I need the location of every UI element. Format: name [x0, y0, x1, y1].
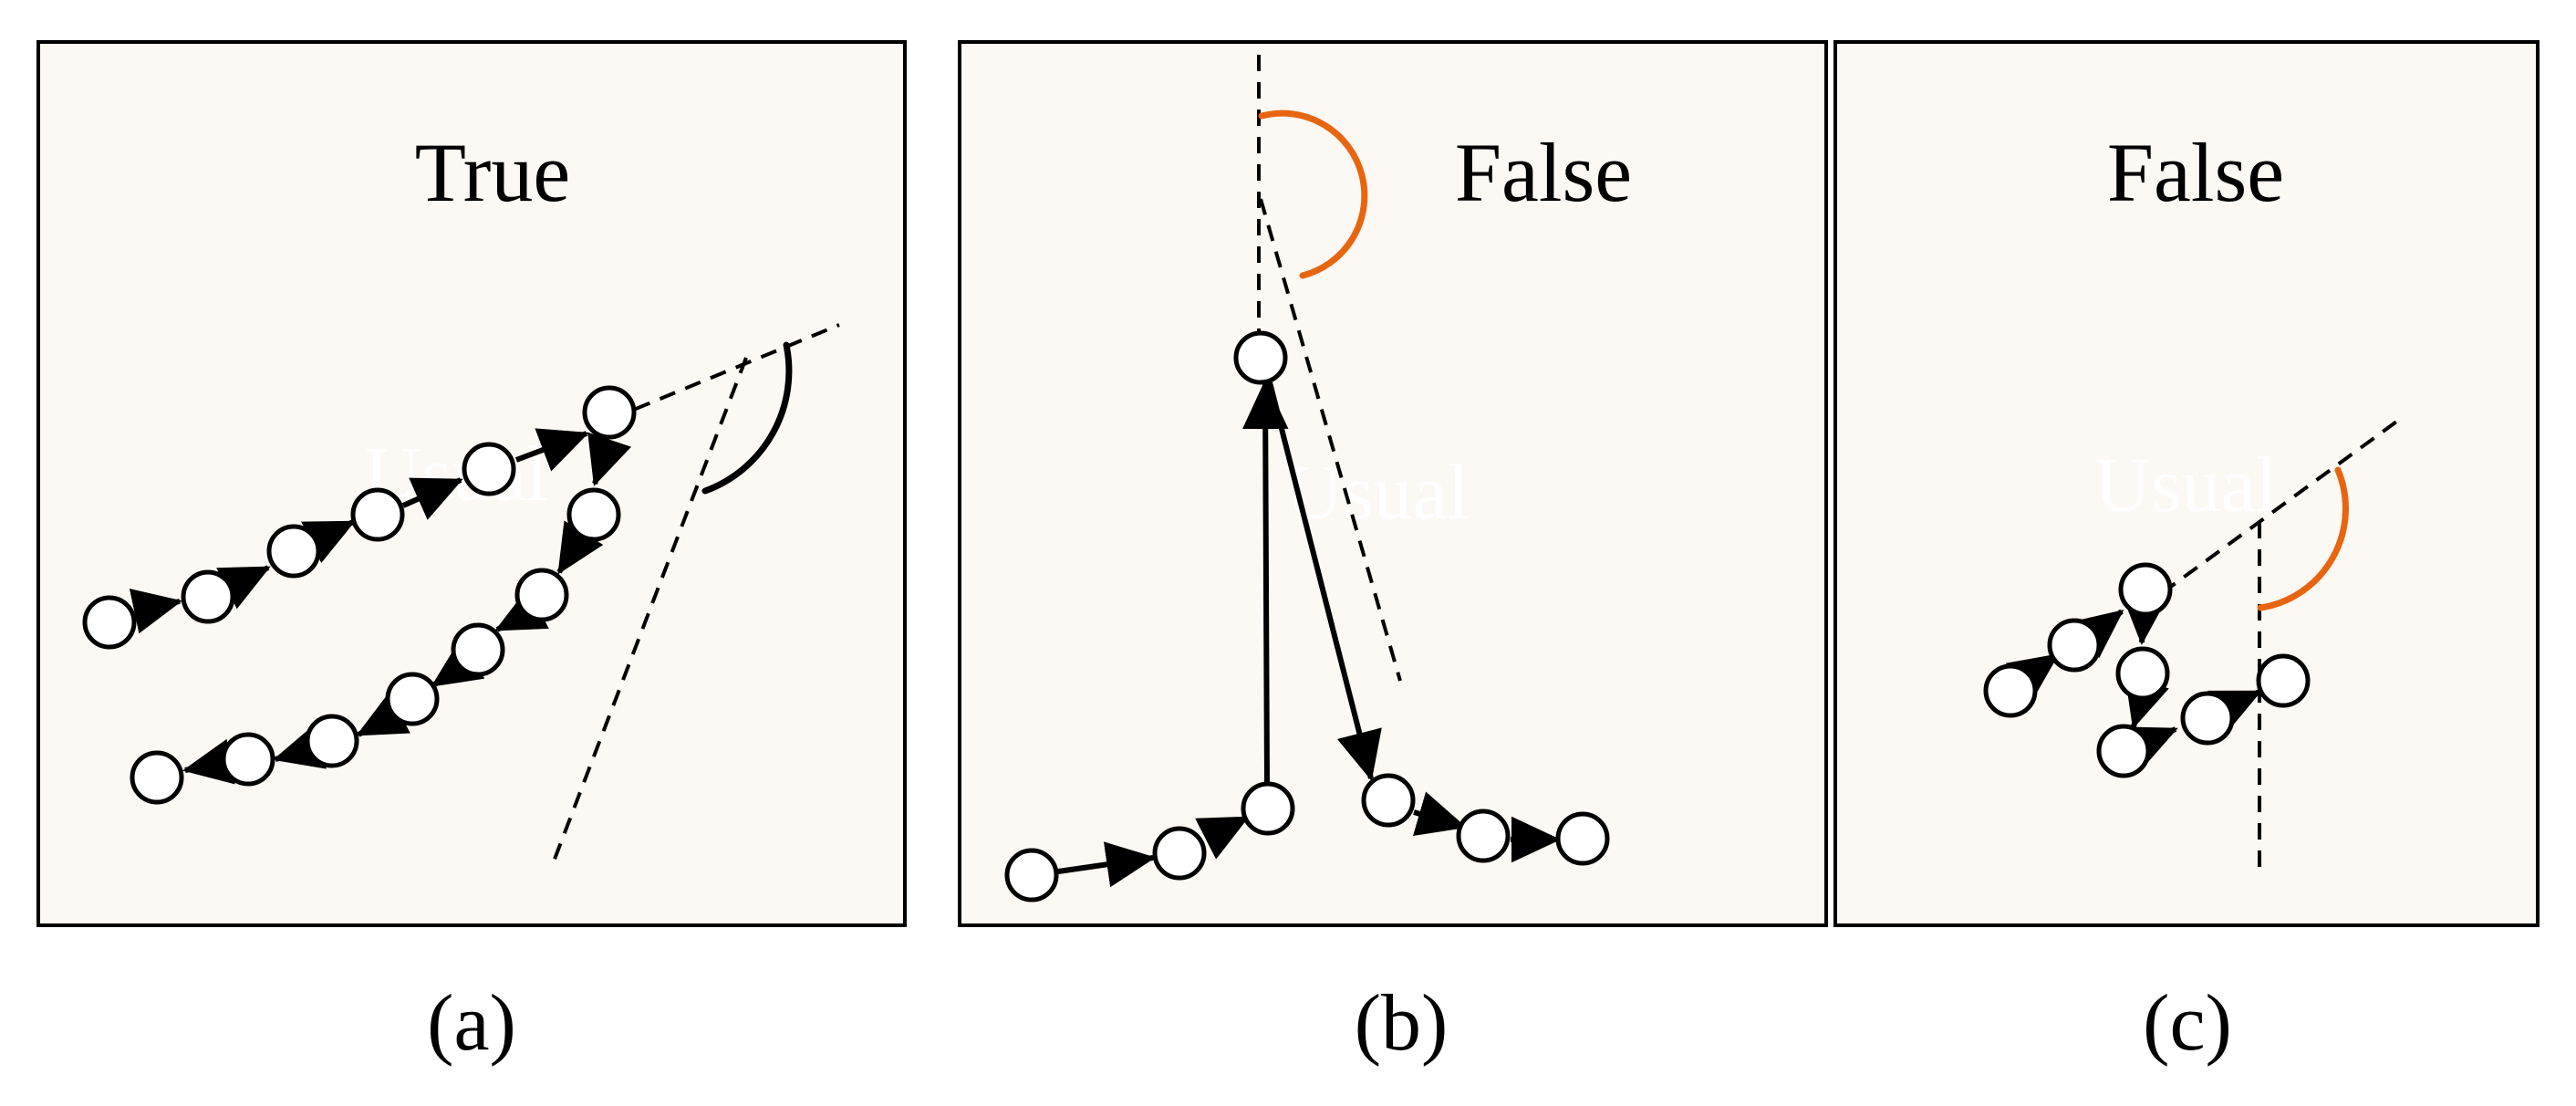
trajectory-node: [2096, 724, 2151, 778]
panel-b-turn-angle-arc: [1258, 110, 1368, 279]
edge: [2207, 689, 2262, 733]
edge: [1057, 841, 1156, 888]
trajectory-node: [181, 569, 235, 624]
edge: [1195, 815, 1250, 860]
trajectory-node: [2118, 562, 2173, 617]
panel-b-trajectory-edges: [1057, 380, 1561, 888]
panel-a-heading-line-2: [552, 357, 748, 862]
panel-a-caption: (a): [427, 979, 516, 1068]
edge: [401, 477, 463, 520]
edge: [356, 692, 410, 737]
trajectory-node: [1233, 330, 1288, 385]
panel-a-trajectory-edges: [129, 428, 632, 785]
trajectory-node: [1152, 826, 1207, 881]
trajectory-node: [1456, 809, 1511, 863]
edge: [129, 588, 182, 634]
edge: [2124, 674, 2169, 729]
trajectory-node: [2047, 618, 2102, 673]
edge: [182, 738, 235, 785]
edge: [273, 725, 327, 769]
panel-c-turn-angle-arc: [2257, 466, 2349, 611]
trajectory-node: [2115, 646, 2170, 701]
edge: [2122, 594, 2168, 645]
panel-a: Usual True: [36, 40, 907, 1068]
panel-a-turn-angle-arc: [701, 341, 793, 495]
trajectory-node: [2180, 691, 2235, 746]
panel-c-caption: (c): [2143, 979, 2232, 1068]
trajectory-node: [1241, 781, 1295, 836]
trajectory-node: [82, 595, 137, 650]
trajectory-node: [130, 750, 184, 805]
edge: [301, 519, 356, 563]
panel-b-heading-line-2: [1259, 198, 1402, 682]
panel-c: Usual False (c): [1833, 40, 2540, 1068]
panel-c-title: False: [2107, 126, 2284, 219]
edge: [431, 640, 485, 688]
panel-b-watermark: Usual: [1286, 448, 1470, 536]
edge: [494, 588, 549, 632]
trajectory-node: [305, 714, 359, 768]
panel-b-trajectory-nodes: [1004, 330, 1610, 903]
panel-a-title: True: [415, 126, 570, 219]
panel-c-trajectory-nodes: [1983, 562, 2311, 778]
trajectory-node: [350, 487, 405, 542]
edge: [556, 520, 604, 575]
trajectory-node: [566, 487, 621, 542]
panel-c-trajectory-edges: [2005, 594, 2262, 769]
edge: [1242, 380, 1289, 786]
panel-a-trajectory-nodes: [82, 385, 637, 805]
trajectory-node: [462, 442, 516, 496]
trajectory-node: [1555, 811, 1610, 866]
trajectory-node: [582, 385, 637, 440]
edge: [514, 428, 589, 472]
trajectory-node: [451, 622, 505, 677]
trajectory-node: [2256, 653, 2311, 708]
panel-b-caption: (b): [1355, 979, 1449, 1068]
edge: [1412, 791, 1467, 836]
trajectory-node: [1983, 663, 2038, 718]
panel-c-heading-line-1: [2160, 418, 2401, 595]
panel-b: Usual False (b): [958, 40, 1828, 1068]
edge: [587, 432, 632, 486]
edge: [2071, 609, 2124, 659]
trajectory-node: [1361, 773, 1416, 828]
panel-b-title: False: [1455, 126, 1632, 219]
trajectory-node: [385, 672, 440, 726]
panel-c-frame: [1833, 40, 2540, 927]
edge: [216, 565, 271, 610]
trajectory-node: [514, 568, 569, 622]
trajectory-node: [266, 524, 321, 579]
edge: [1267, 381, 1382, 781]
panel-a-heading-line-1: [608, 323, 840, 422]
panel-c-watermark: Usual: [2094, 441, 2278, 528]
trajectory-node: [1004, 848, 1059, 903]
edge: [2124, 726, 2178, 769]
trajectory-node: [221, 732, 275, 787]
